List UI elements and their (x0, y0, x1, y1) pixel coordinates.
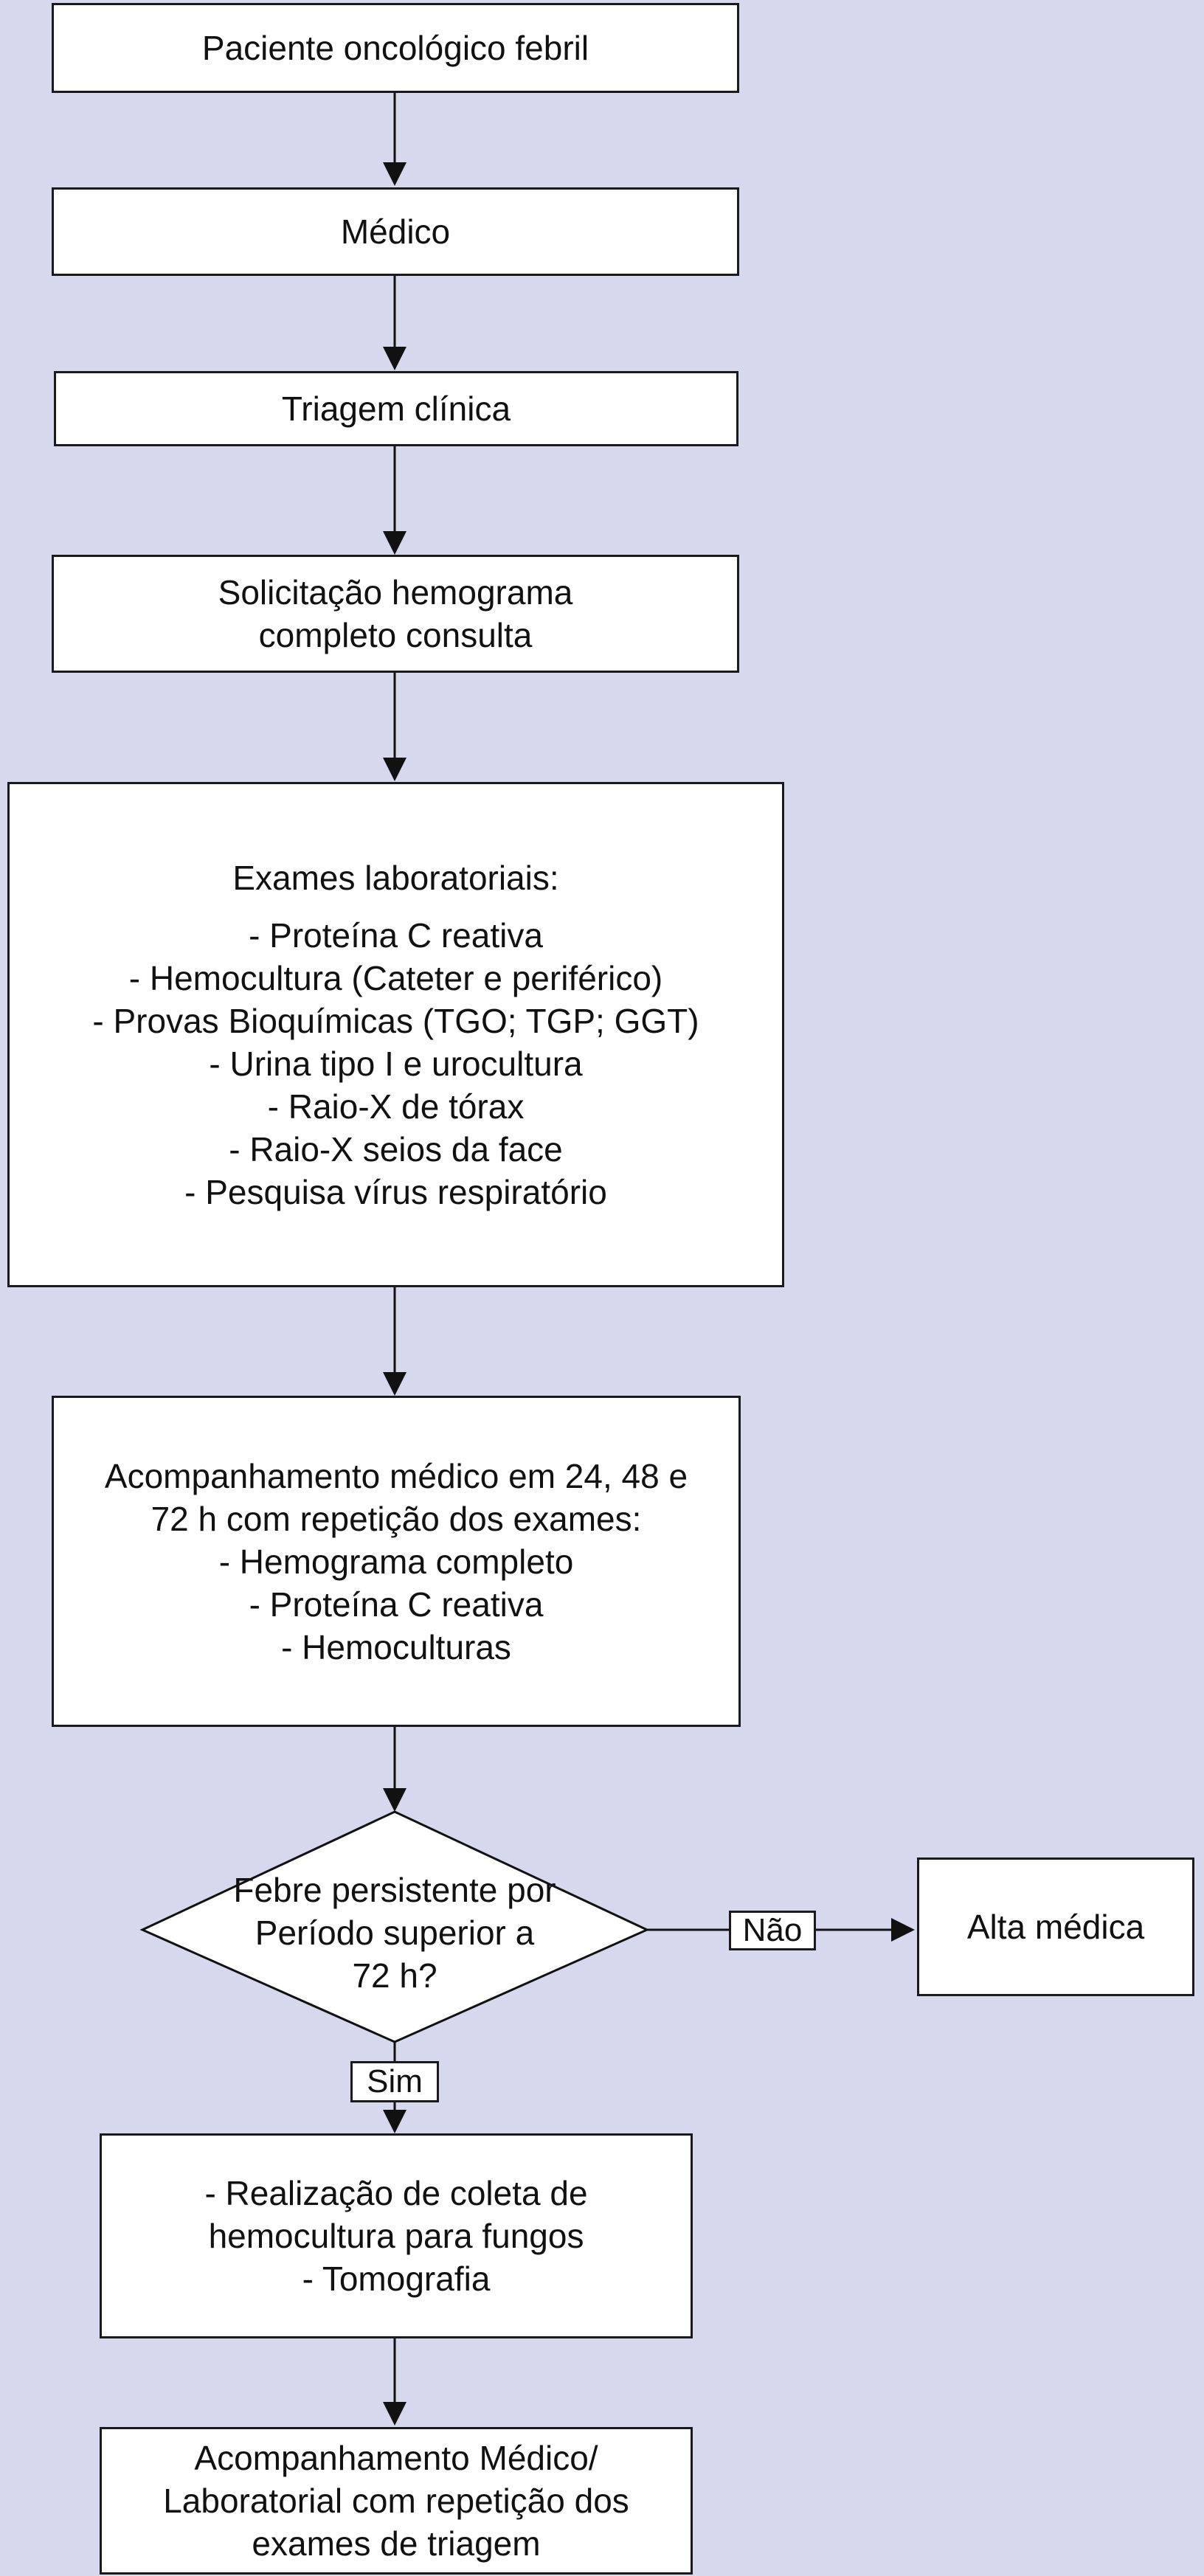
node-decision-line: 72 h? (352, 1956, 437, 1995)
node-solicitacao-line: completo consulta (258, 616, 533, 654)
edge-label-sim: Sim (350, 2061, 439, 2102)
node-start-label: Paciente oncológico febril (201, 29, 589, 67)
node-final-line: exames de triagem (252, 2524, 541, 2563)
node-final-line: Laboratorial com repetição dos (163, 2482, 629, 2520)
node-acompanhamento: Acompanhamento médico em 24, 48 e 72 h c… (52, 1396, 741, 1727)
node-exames-title: Exames laboratoriais: (232, 858, 559, 897)
node-start: Paciente oncológico febril (52, 3, 739, 93)
node-alta: Alta médica (917, 1857, 1194, 1996)
node-coleta: - Realização de coleta de hemocultura pa… (100, 2133, 693, 2338)
node-acompanhamento-line: - Proteína C reativa (249, 1585, 544, 1624)
node-exames-item: - Pesquisa vírus respiratório (184, 1172, 607, 1211)
edge-label-nao: Não (729, 1911, 816, 1950)
arrowhead (383, 162, 406, 186)
node-acompanhamento-line: Acompanhamento médico em 24, 48 e (104, 1456, 688, 1495)
arrowhead (891, 1918, 915, 1942)
arrowhead (383, 1788, 406, 1812)
node-final: Acompanhamento Médico/ Laboratorial com … (100, 2427, 693, 2575)
node-acompanhamento-line: - Hemograma completo (218, 1542, 574, 1581)
node-coleta-line: hemocultura para fungos (208, 2217, 584, 2255)
node-decision-line: Febre persistente por (233, 1871, 556, 1909)
node-medico: Médico (52, 187, 739, 276)
node-exames: Exames laboratoriais: - Proteína C reati… (7, 782, 784, 1287)
edge-label-sim-text: Sim (367, 2063, 423, 2099)
node-medico-label: Médico (340, 212, 451, 251)
node-coleta-line: - Tomografia (302, 2260, 491, 2298)
node-final-line: Acompanhamento Médico/ (194, 2439, 598, 2477)
decision-diamond (139, 1810, 650, 2043)
node-coleta-line: - Realização de coleta de (204, 2174, 588, 2212)
node-alta-label: Alta médica (966, 1908, 1145, 1946)
node-decision-line: Período superior a (255, 1914, 535, 1952)
edge-label-nao-text: Não (742, 1912, 803, 1948)
node-solicitacao-line: Solicitação hemograma (218, 573, 573, 612)
arrowhead (383, 2110, 406, 2133)
node-exames-item: - Proteína C reativa (249, 915, 543, 955)
arrowhead (383, 758, 406, 781)
node-exames-item: - Urina tipo I e urocultura (209, 1044, 583, 1083)
arrowhead (383, 1372, 406, 1396)
arrowhead (383, 347, 406, 370)
arrowhead (383, 531, 406, 555)
node-exames-item: - Raio-X seios da face (229, 1129, 563, 1168)
node-triagem-label: Triagem clínica (281, 389, 511, 428)
node-exames-item: - Hemocultura (Cateter e periférico) (128, 958, 663, 997)
node-decision: Febre persistente por Período superior a… (192, 1866, 598, 1999)
node-acompanhamento-line: - Hemoculturas (281, 1627, 511, 1666)
node-triagem: Triagem clínica (54, 371, 738, 446)
node-solicitacao: Solicitação hemograma completo consulta (52, 555, 739, 673)
node-exames-item: - Raio-X de tórax (267, 1087, 525, 1126)
node-acompanhamento-line: 72 h com repetição dos exames: (150, 1499, 642, 1538)
arrowhead (383, 2402, 406, 2426)
node-exames-item: - Provas Bioquímicas (TGO; TGP; GGT) (92, 1001, 699, 1040)
